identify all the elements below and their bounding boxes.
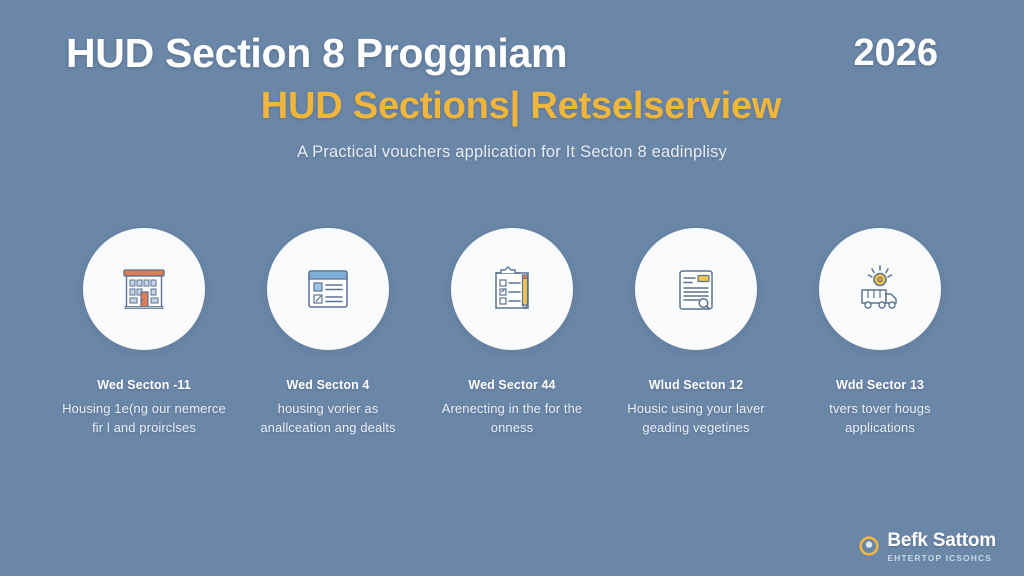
moving-truck-icon [861, 265, 897, 309]
document-search-icon [679, 270, 713, 310]
page-title: HUD Section 8 Proggniam [66, 29, 568, 76]
circle-badge-icon [859, 536, 879, 556]
feature-card[interactable]: Wed Sector 44 Arenecting in the for the … [430, 228, 594, 437]
title-row: HUD Section 8 Proggniam 2026 [0, 24, 1024, 82]
feature-card[interactable]: Wdd Sector 13 tvers tover hougs applicat… [798, 228, 962, 437]
icon-circle [267, 228, 389, 350]
card-description: Arenecting in the for the onness [441, 401, 583, 436]
page-subtitle-accent: HUD Sections| Retselserview [260, 85, 782, 127]
card-description: Housic using your laver geading vegetine… [627, 401, 765, 436]
card-title: Wed Sector 44 [468, 378, 556, 392]
accent-title-row: HUD Sections| Retselserview [0, 85, 1024, 128]
icon-circle [451, 228, 573, 350]
feature-card[interactable]: Wed Secton 4 housing vorier as anallceat… [246, 228, 410, 437]
page-description: A Practical vouchers application for It … [296, 143, 728, 161]
brand-text: Befk Sattom EHTERTOP ICSOHCS [887, 531, 996, 563]
brand-name: Befk Sattom [887, 529, 996, 551]
brand-tagline: EHTERTOP ICSOHCS [887, 552, 993, 563]
card-description: Housing 1e(ng our nemerce fir l and proi… [62, 401, 226, 436]
card-title: Wed Secton 4 [286, 378, 370, 392]
icon-circle [635, 228, 757, 350]
form-checklist-window-icon [308, 270, 348, 308]
feature-card[interactable]: Wed Secton -11 Housing 1e(ng our nemerce… [62, 228, 226, 437]
card-title: Wdd Sector 13 [835, 378, 925, 392]
apartment-building-icon [123, 269, 165, 309]
card-description: tvers tover hougs applications [829, 401, 931, 436]
brand-logo[interactable]: Befk Sattom EHTERTOP ICSOHCS [859, 531, 996, 563]
clipboard-pencil-icon [495, 266, 529, 310]
card-description: housing vorier as anallceation ang dealt… [260, 401, 396, 436]
year-label: 2026 [853, 31, 938, 74]
card-title: Wed Secton -11 [97, 378, 191, 392]
feature-card[interactable]: Wlud Secton 12 Housic using your laver g… [614, 228, 778, 437]
icon-circle [83, 228, 205, 350]
icon-circle [819, 228, 941, 350]
feature-card-row: Wed Secton -11 Housing 1e(ng our nemerce… [62, 228, 962, 437]
slide-header: HUD Section 8 Proggniam 2026 HUD Section… [0, 24, 1024, 162]
card-title: Wlud Secton 12 [648, 378, 744, 392]
